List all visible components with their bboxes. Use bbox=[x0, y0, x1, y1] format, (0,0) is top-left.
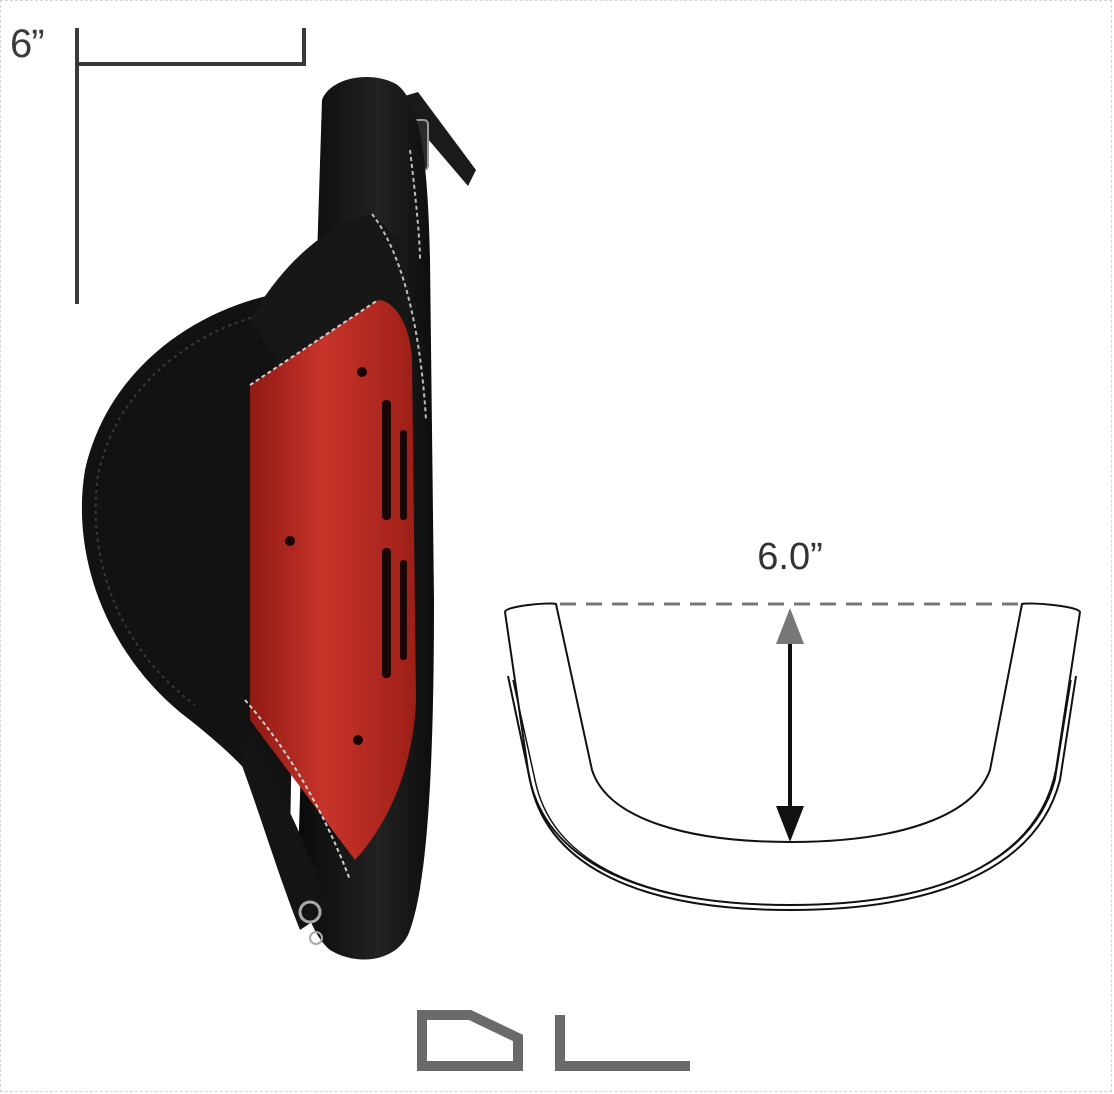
dl-logo bbox=[417, 1010, 690, 1071]
depth-arrow bbox=[776, 608, 804, 842]
scale-bar bbox=[75, 28, 306, 304]
logo-letter-d bbox=[417, 1010, 523, 1071]
bag-front-pocket bbox=[81, 290, 301, 840]
bag-side-view bbox=[81, 77, 476, 960]
cross-section-shell bbox=[507, 675, 1077, 912]
zipper-bottom bbox=[244, 699, 351, 881]
bag-pocket-stitch bbox=[94, 309, 286, 706]
seam-right bbox=[371, 213, 427, 421]
cross-section-diagram bbox=[503, 602, 1082, 912]
bag-strap bbox=[398, 92, 476, 186]
board-red-panel bbox=[250, 300, 416, 860]
logo-letter-l bbox=[555, 1015, 690, 1071]
depth-label: 6.0” bbox=[757, 536, 823, 578]
zipper-pull-icon bbox=[298, 900, 322, 924]
bag-lower-edge bbox=[240, 730, 330, 930]
arrow-down-icon bbox=[776, 806, 804, 842]
board-slots bbox=[285, 367, 407, 745]
arrow-up-icon bbox=[776, 608, 804, 644]
zipper-top bbox=[249, 299, 379, 386]
scale-bar-label: 6” bbox=[10, 22, 45, 66]
